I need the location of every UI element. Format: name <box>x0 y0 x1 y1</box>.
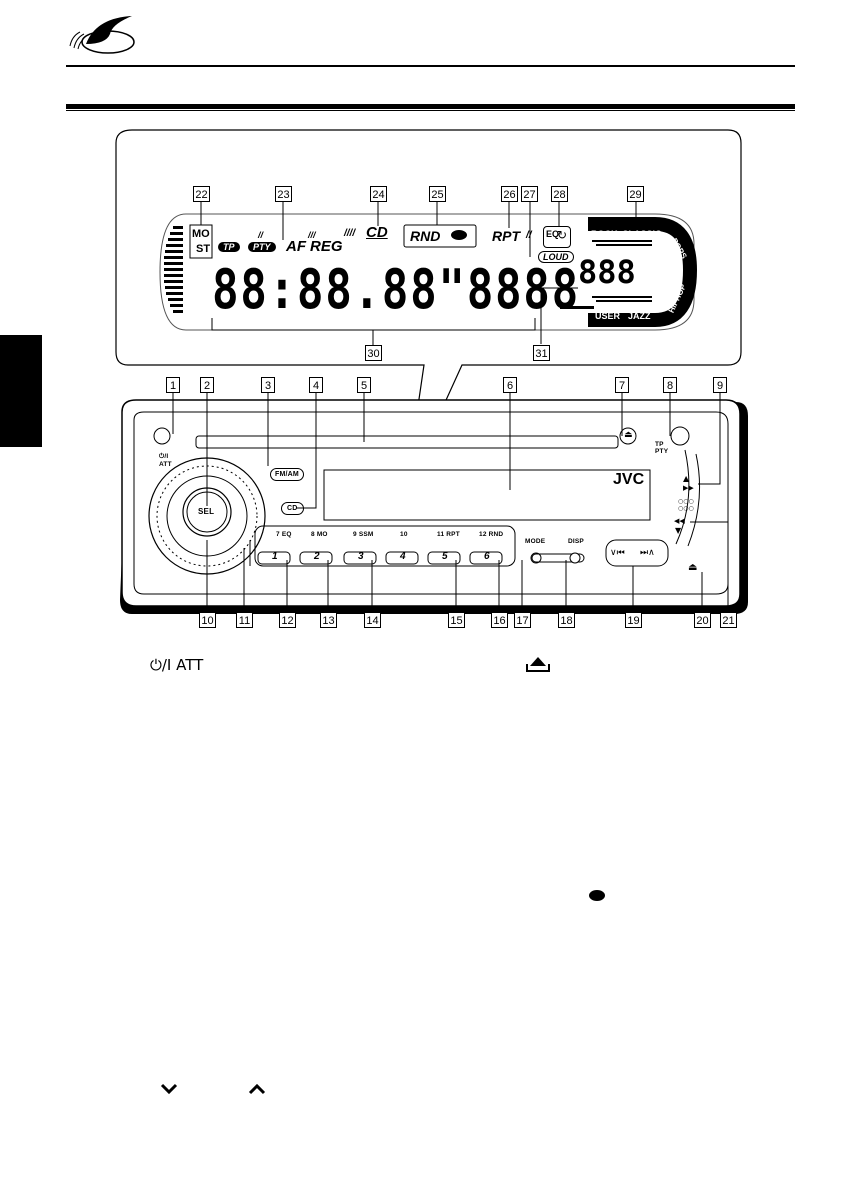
preset-label-12: 12 RND <box>479 531 504 538</box>
callout-12: 12 <box>279 612 296 628</box>
callout-9: 9 <box>713 377 727 393</box>
rnd-indicator: RND <box>410 228 441 244</box>
eq-jazz: JAZZ <box>628 311 651 321</box>
seek-up-icon[interactable]: ⏭∧ <box>640 548 655 558</box>
callout-26: 26 <box>501 186 518 202</box>
callout-4: 4 <box>309 377 323 393</box>
main-segment-display: 88:88.88"8888 <box>212 258 580 321</box>
down-arrow-icon[interactable]: ▼ <box>675 526 682 535</box>
disc-icon-legend <box>589 890 605 901</box>
header-logo <box>66 12 138 58</box>
callout-23: 23 <box>275 186 292 202</box>
eq-arrow-icon: ↻ <box>557 228 568 242</box>
st-indicator: ST <box>196 243 211 255</box>
preset-label-7: 7 EQ <box>276 531 292 538</box>
eject-button[interactable]: ⏏ <box>624 430 633 440</box>
callout-22: 22 <box>193 186 210 202</box>
callout-31: 31 <box>533 345 550 361</box>
preset-button-1[interactable]: 1 <box>272 551 278 562</box>
callout-6: 6 <box>503 377 517 393</box>
callout-29: 29 <box>627 186 644 202</box>
preset-button-5[interactable]: 5 <box>442 551 448 562</box>
callout-5: 5 <box>357 377 371 393</box>
callout-21: 21 <box>720 612 737 628</box>
preset-button-6[interactable]: 6 <box>484 551 490 562</box>
brand-logo: JVC <box>613 471 645 488</box>
small-segment-display: 888 <box>578 253 636 291</box>
fmam-button[interactable]: FM/AM <box>270 468 304 481</box>
head-unit <box>110 390 750 620</box>
tp-indicator: TP <box>218 242 240 252</box>
tp-pty-label: TP PTY <box>655 441 669 455</box>
eq-classic: CLASSIC <box>622 229 662 239</box>
callout-16: 16 <box>491 612 508 628</box>
chevron-down-icon <box>160 1082 178 1096</box>
signal-ticks: // <box>258 230 264 240</box>
callout-1: 1 <box>166 377 180 393</box>
callout-15: 15 <box>448 612 465 628</box>
language-side-tab <box>0 335 42 447</box>
display-panel <box>115 129 742 489</box>
callout-18: 18 <box>558 612 575 628</box>
eq-user: USER <box>595 311 621 321</box>
eq-label: EQ <box>546 229 560 239</box>
mode-label: MODE <box>525 538 546 545</box>
reg-indicator: REG <box>310 238 343 255</box>
callout-3: 3 <box>261 377 275 393</box>
callout-8: 8 <box>663 377 677 393</box>
callout-20: 20 <box>694 612 711 628</box>
header-rule <box>66 65 795 67</box>
preset-button-2[interactable]: 2 <box>314 551 320 562</box>
af-indicator: AF <box>286 238 306 255</box>
cd-button[interactable]: CD <box>281 502 304 515</box>
eq-rock: ROCK <box>591 229 618 239</box>
signal-ticks-2: /// <box>308 230 316 240</box>
loud-indicator: LOUD <box>538 251 574 263</box>
callout-30: 30 <box>365 345 382 361</box>
dots-indicator: ○○○○○○ <box>678 498 694 512</box>
chevron-up-icon <box>248 1082 266 1096</box>
callout-14: 14 <box>364 612 381 628</box>
callout-7: 7 <box>615 377 629 393</box>
section-rule <box>66 104 795 109</box>
cd-ticks: //// <box>344 228 356 239</box>
seek-down-icon[interactable]: ∨⏮ <box>610 548 625 558</box>
callout-28: 28 <box>551 186 568 202</box>
power-att-legend: ⏻/I ATT <box>150 656 204 674</box>
preset-label-11: 11 RPT <box>437 531 460 538</box>
disp-label: DISP <box>568 538 584 545</box>
callout-25: 25 <box>429 186 446 202</box>
eject-icon <box>526 656 550 672</box>
detach-icon[interactable]: ⏏ <box>688 562 698 573</box>
callout-13: 13 <box>320 612 337 628</box>
callout-27: 27 <box>521 186 538 202</box>
callout-11: 11 <box>236 612 253 628</box>
callout-10: 10 <box>199 612 216 628</box>
callout-17: 17 <box>514 612 531 628</box>
rpt-ticks: // <box>526 230 532 241</box>
preset-button-3[interactable]: 3 <box>358 551 364 562</box>
preset-button-4[interactable]: 4 <box>400 551 406 562</box>
callout-19: 19 <box>625 612 642 628</box>
rpt-indicator: RPT <box>492 228 520 244</box>
sel-button[interactable]: SEL <box>198 507 215 516</box>
back-icon[interactable]: ◀◀ <box>674 517 685 525</box>
callout-2: 2 <box>200 377 214 393</box>
section-rule-thin <box>66 110 795 111</box>
mo-indicator: MO <box>192 228 210 240</box>
disc-icon <box>451 230 467 240</box>
forward-icon[interactable]: ▶▶ <box>683 484 694 492</box>
preset-label-8: 8 MO <box>311 531 328 538</box>
up-arrow-icon[interactable]: ▲ <box>683 474 690 483</box>
power-att-label: ⏻/I ATT <box>159 453 172 468</box>
pty-indicator: PTY <box>248 242 276 252</box>
cd-indicator: CD <box>366 224 388 241</box>
eq-indicator: EQ ↻ <box>543 226 571 248</box>
preset-label-10: 10 <box>400 531 408 538</box>
preset-label-9: 9 SSM <box>353 531 374 538</box>
callout-24: 24 <box>370 186 387 202</box>
